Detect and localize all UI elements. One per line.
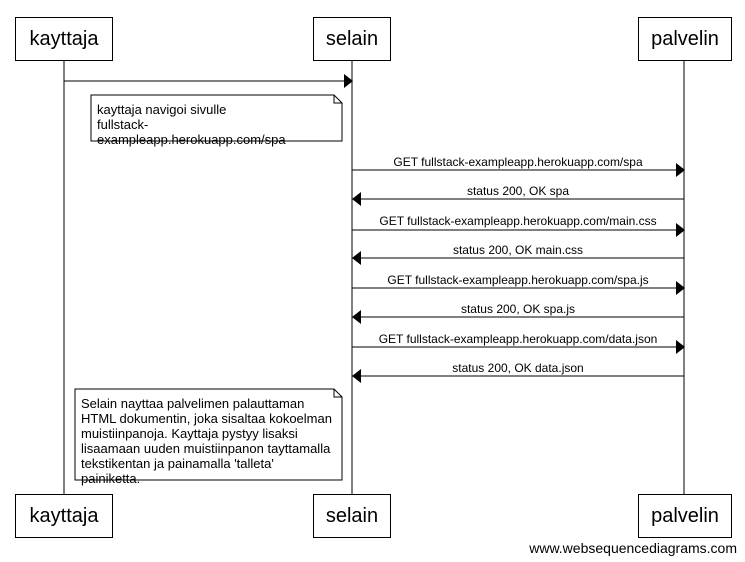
message-arrow — [352, 251, 684, 265]
message-label: GET fullstack-exampleapp.herokuapp.com/m… — [379, 214, 657, 228]
message-arrow — [352, 310, 684, 324]
message-label: GET fullstack-exampleapp.herokuapp.com/s… — [393, 155, 643, 169]
message-label: GET fullstack-exampleapp.herokuapp.com/s… — [387, 273, 649, 287]
actor-kayttaja-bottom: kayttaja — [15, 494, 113, 538]
note-description: Selain nayttaa palvelimen palauttaman HT… — [81, 396, 332, 486]
message-label: status 200, OK spa.js — [460, 302, 576, 316]
message-arrow — [352, 369, 684, 383]
message-arrow — [352, 223, 685, 237]
message-label: status 200, OK main.css — [452, 243, 584, 257]
actor-palvelin-top: palvelin — [638, 17, 732, 61]
note-outline — [74, 388, 343, 481]
actor-selain-bottom: selain — [313, 494, 391, 538]
note-navigation: kayttaja navigoi sivulle fullstack-examp… — [97, 102, 286, 147]
message-arrow — [64, 74, 353, 88]
message-label: GET fullstack-exampleapp.herokuapp.com/d… — [378, 332, 658, 346]
message-label: status 200, OK spa — [466, 184, 570, 198]
message-label: status 200, OK data.json — [452, 361, 584, 375]
actor-selain-top: selain — [313, 17, 391, 61]
message-arrow — [352, 340, 685, 354]
note-outline — [90, 94, 343, 142]
actor-palvelin-bottom: palvelin — [638, 494, 732, 538]
message-arrow — [352, 163, 685, 177]
message-arrow — [352, 281, 685, 295]
message-arrow — [352, 192, 684, 206]
footer-credit: www.websequencediagrams.com — [529, 540, 737, 556]
actor-kayttaja-top: kayttaja — [15, 17, 113, 61]
